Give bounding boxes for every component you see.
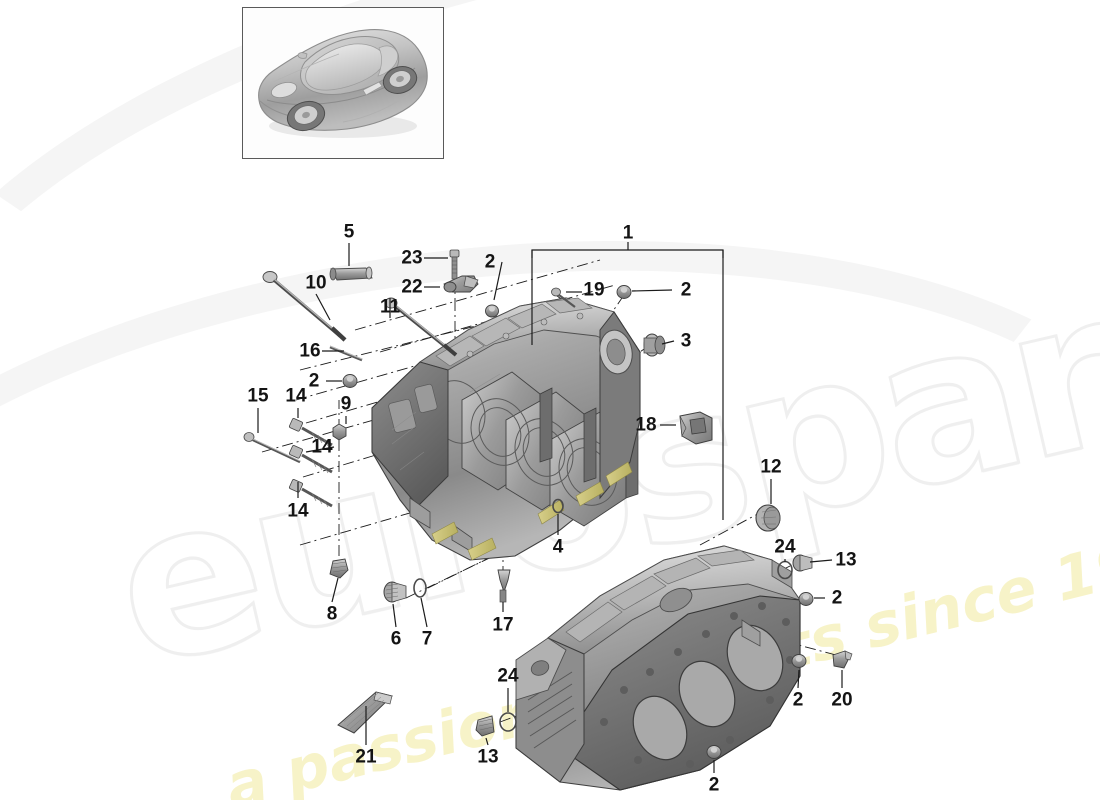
part-23-bolt bbox=[449, 249, 460, 280]
part-14-bolt-c bbox=[289, 479, 333, 508]
callout-label-1: 1 bbox=[622, 222, 634, 244]
callout-label-2-a: 2 bbox=[484, 251, 496, 273]
callout-label-11: 11 bbox=[379, 296, 401, 318]
part-24-o-ring-b bbox=[499, 712, 517, 732]
callout-label-14-b: 14 bbox=[311, 436, 333, 458]
part-13-screw-plug-a bbox=[792, 554, 813, 572]
callout-label-3: 3 bbox=[680, 330, 692, 352]
callout-label-17: 17 bbox=[492, 614, 514, 636]
part-3-screw-plug bbox=[643, 333, 666, 357]
lower-cylinder-block bbox=[515, 545, 802, 791]
callout-label-2-c: 2 bbox=[308, 370, 320, 392]
part-18-bracket bbox=[679, 411, 713, 445]
callout-leader-stems bbox=[257, 243, 843, 773]
callout-label-12: 12 bbox=[760, 456, 782, 478]
part-4-o-ring bbox=[552, 498, 564, 514]
part-14-bolt-b bbox=[289, 445, 333, 474]
callout-label-5: 5 bbox=[343, 221, 355, 243]
callout-label-2-f: 2 bbox=[708, 774, 720, 796]
part-15-stud bbox=[243, 432, 301, 464]
part-2-plug-d bbox=[798, 592, 814, 606]
assembly-bracket-1 bbox=[531, 242, 724, 520]
loose-hardware bbox=[243, 249, 853, 759]
callout-label-21: 21 bbox=[355, 746, 377, 768]
part-2-plug-e bbox=[791, 654, 807, 668]
gasket-edges bbox=[431, 461, 633, 561]
callout-label-15: 15 bbox=[247, 385, 269, 407]
callout-label-23: 23 bbox=[401, 247, 423, 269]
callout-label-2-e: 2 bbox=[792, 689, 804, 711]
part-20-oil-nozzle bbox=[832, 650, 853, 669]
callout-label-22: 22 bbox=[401, 276, 423, 298]
part-22-lever-fork bbox=[443, 275, 479, 293]
part-8-threaded-pin bbox=[329, 558, 349, 579]
callout-label-18: 18 bbox=[635, 414, 657, 436]
part-5-dowel-sleeve bbox=[329, 266, 373, 281]
part-7-sealing-ring bbox=[413, 578, 427, 598]
part-2-plug-f bbox=[706, 745, 722, 759]
part-9-nut bbox=[332, 423, 347, 441]
upper-crankcase-half bbox=[371, 297, 642, 561]
part-10-long-bolt bbox=[262, 271, 347, 342]
callout-label-6: 6 bbox=[390, 628, 402, 650]
callout-label-9: 9 bbox=[340, 393, 352, 415]
part-16-pin bbox=[329, 345, 363, 362]
callout-label-7: 7 bbox=[421, 628, 433, 650]
part-19-screw bbox=[551, 287, 576, 308]
callout-label-14-c: 14 bbox=[287, 500, 309, 522]
callout-label-24-b: 24 bbox=[497, 665, 519, 687]
callout-label-20: 20 bbox=[831, 689, 853, 711]
callout-label-14-a: 14 bbox=[285, 385, 307, 407]
part-2-plug-a bbox=[485, 304, 499, 318]
part-11-bolt bbox=[384, 297, 458, 357]
part-13-screw-plug-b bbox=[475, 715, 495, 737]
part-6-screw-plug bbox=[383, 581, 407, 603]
callout-label-8: 8 bbox=[326, 603, 338, 625]
callout-label-13-a: 13 bbox=[835, 549, 857, 571]
vehicle-silhouette-icon bbox=[258, 29, 428, 138]
part-21-gasket-strip bbox=[337, 691, 393, 734]
callout-label-19: 19 bbox=[583, 279, 605, 301]
cylinder-bores bbox=[632, 624, 784, 761]
part-2-plug-b bbox=[616, 285, 632, 299]
callout-label-24-a: 24 bbox=[774, 536, 796, 558]
callout-label-10: 10 bbox=[305, 272, 327, 294]
vehicle-thumbnail-box bbox=[242, 7, 444, 159]
callout-label-4: 4 bbox=[552, 536, 564, 558]
part-12-cover-cap bbox=[755, 504, 781, 532]
callout-label-2-d: 2 bbox=[831, 587, 843, 609]
callout-label-2-b: 2 bbox=[680, 279, 692, 301]
part-17-collar-bolt bbox=[497, 569, 511, 603]
callout-label-13-b: 13 bbox=[477, 746, 499, 768]
part-14-bolt-a bbox=[289, 418, 333, 447]
part-2-plug-c bbox=[342, 374, 358, 388]
callout-label-16: 16 bbox=[299, 340, 321, 362]
